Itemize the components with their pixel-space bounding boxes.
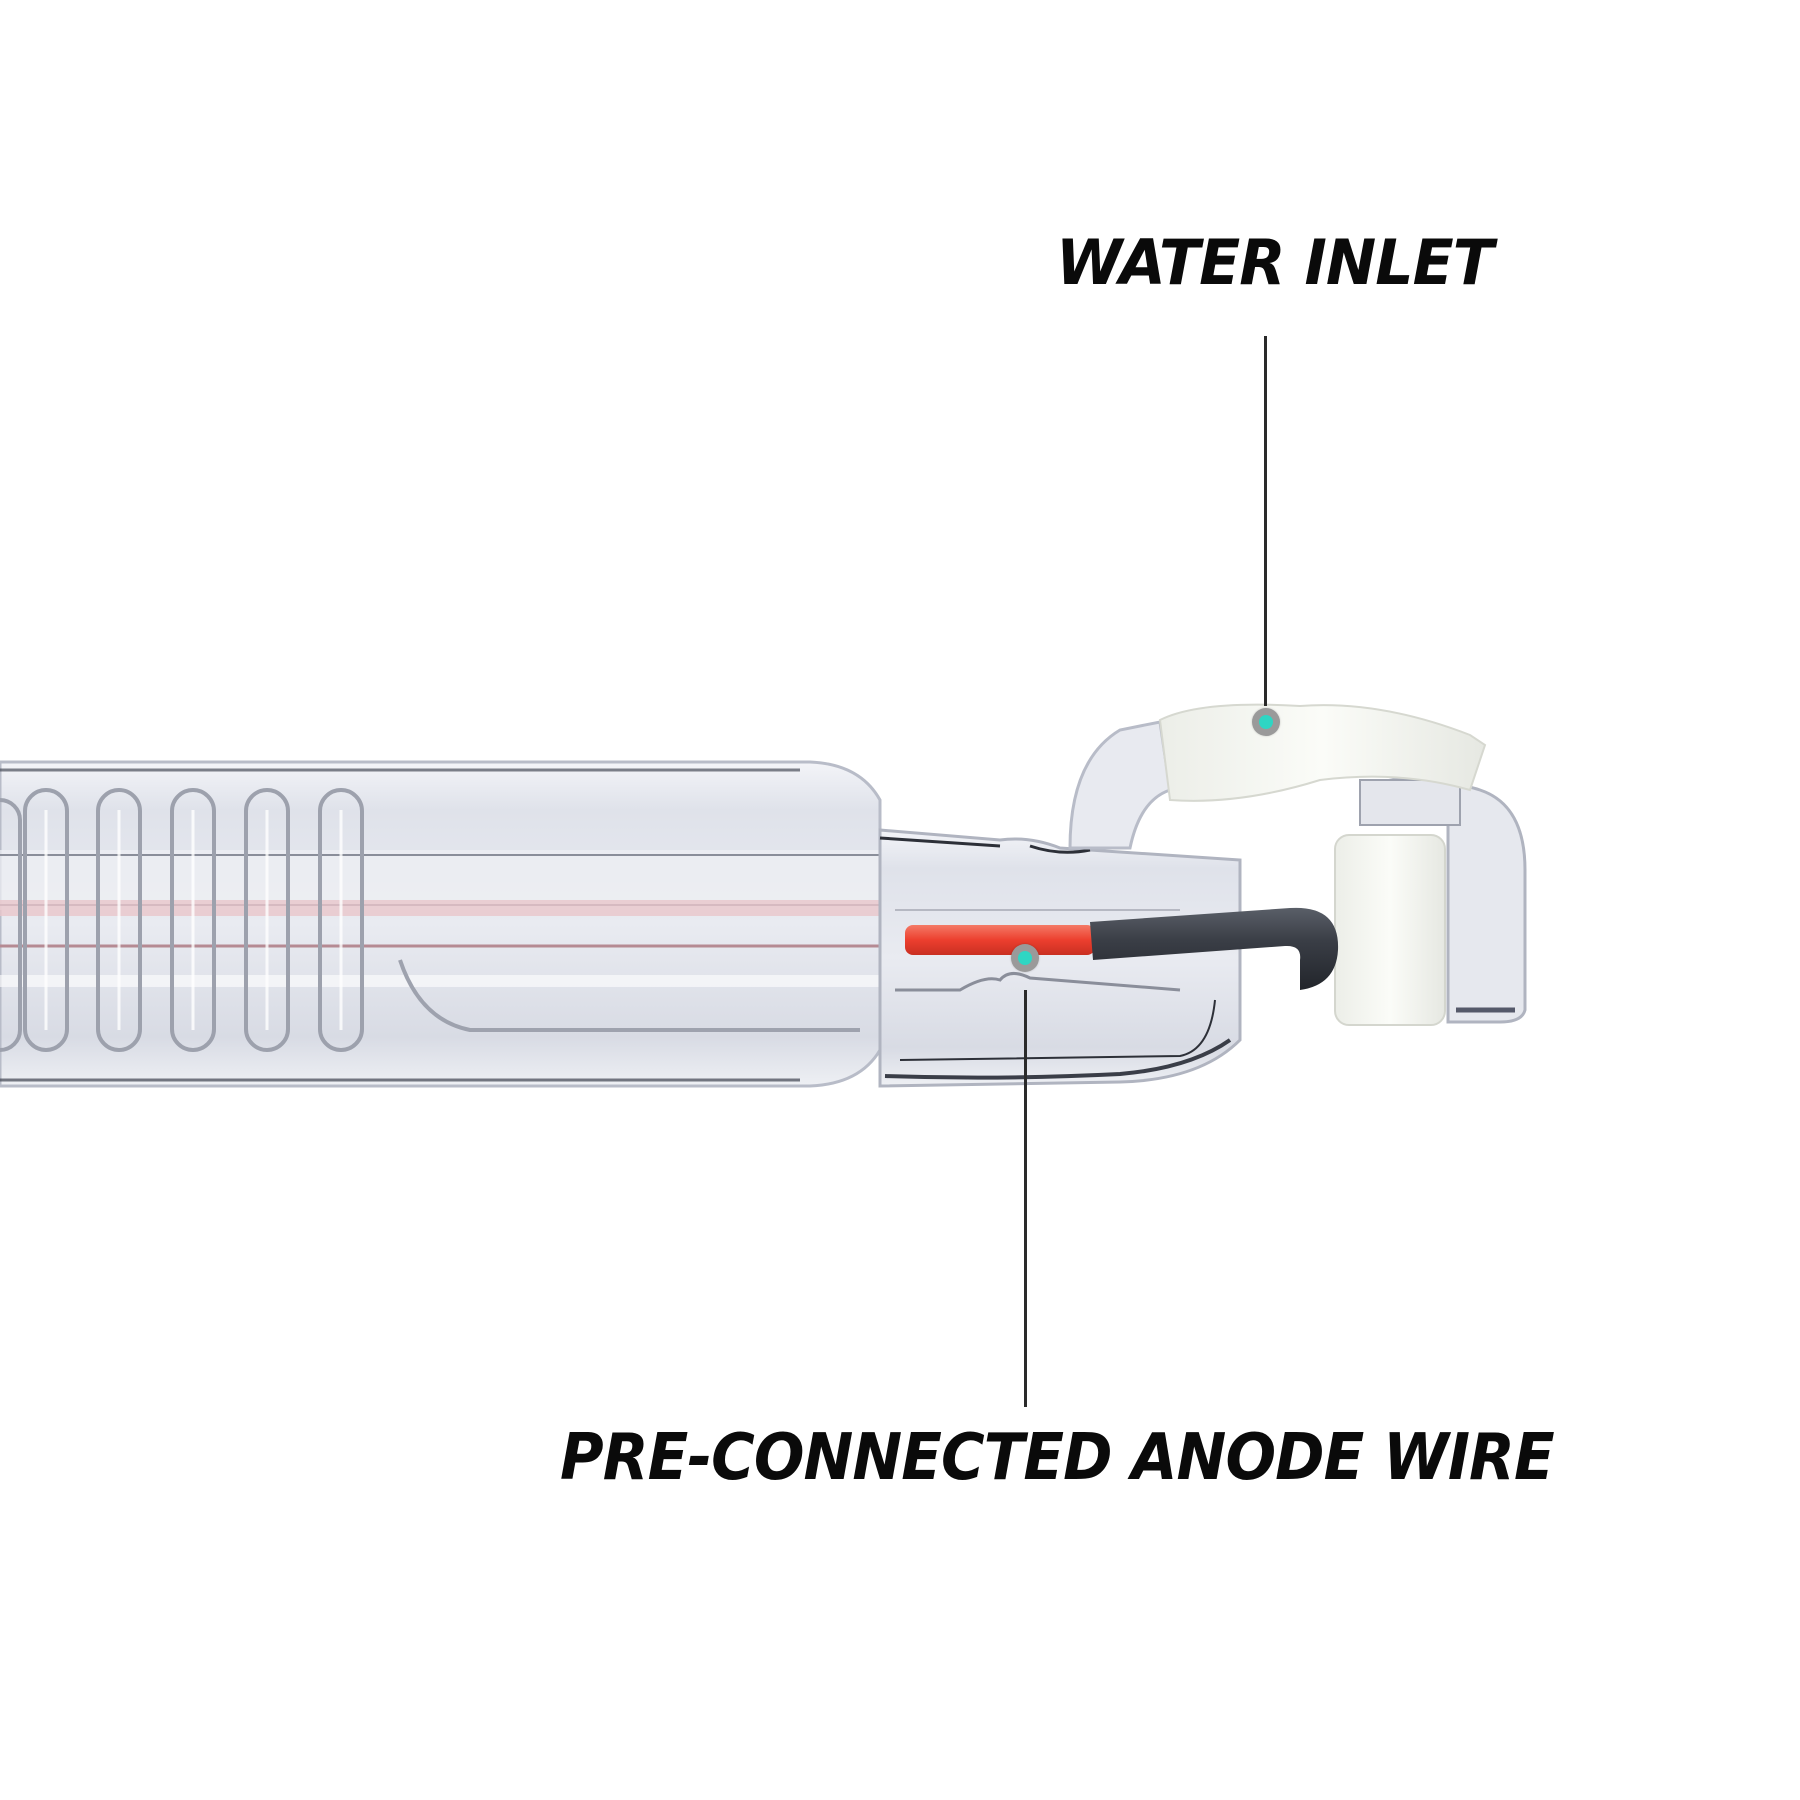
water-inlet-hose [1158,703,1487,802]
electrode-shroud [398,959,860,1032]
anode-wire-hotspot-dot [1011,944,1039,972]
water-inlet-hotspot-dot [1252,708,1280,736]
anode-wire-leader-line [1024,990,1027,1407]
anode-connector-collar [1334,834,1446,1026]
cooling-coil [0,788,364,1052]
glass-elbow [1068,720,1172,850]
end-cap-bracket [1359,779,1461,826]
tube-neck [878,828,1242,1088]
coil-highlights [44,810,343,1030]
anode-wire-label: PRE-CONNECTED ANODE WIRE [560,1421,1555,1495]
water-inlet-label: WATER INLET [1056,226,1494,299]
anode-wire [905,907,1339,990]
outer-tube [0,760,882,1088]
water-inlet-leader-line [1264,336,1267,706]
inner-bore [0,850,880,987]
